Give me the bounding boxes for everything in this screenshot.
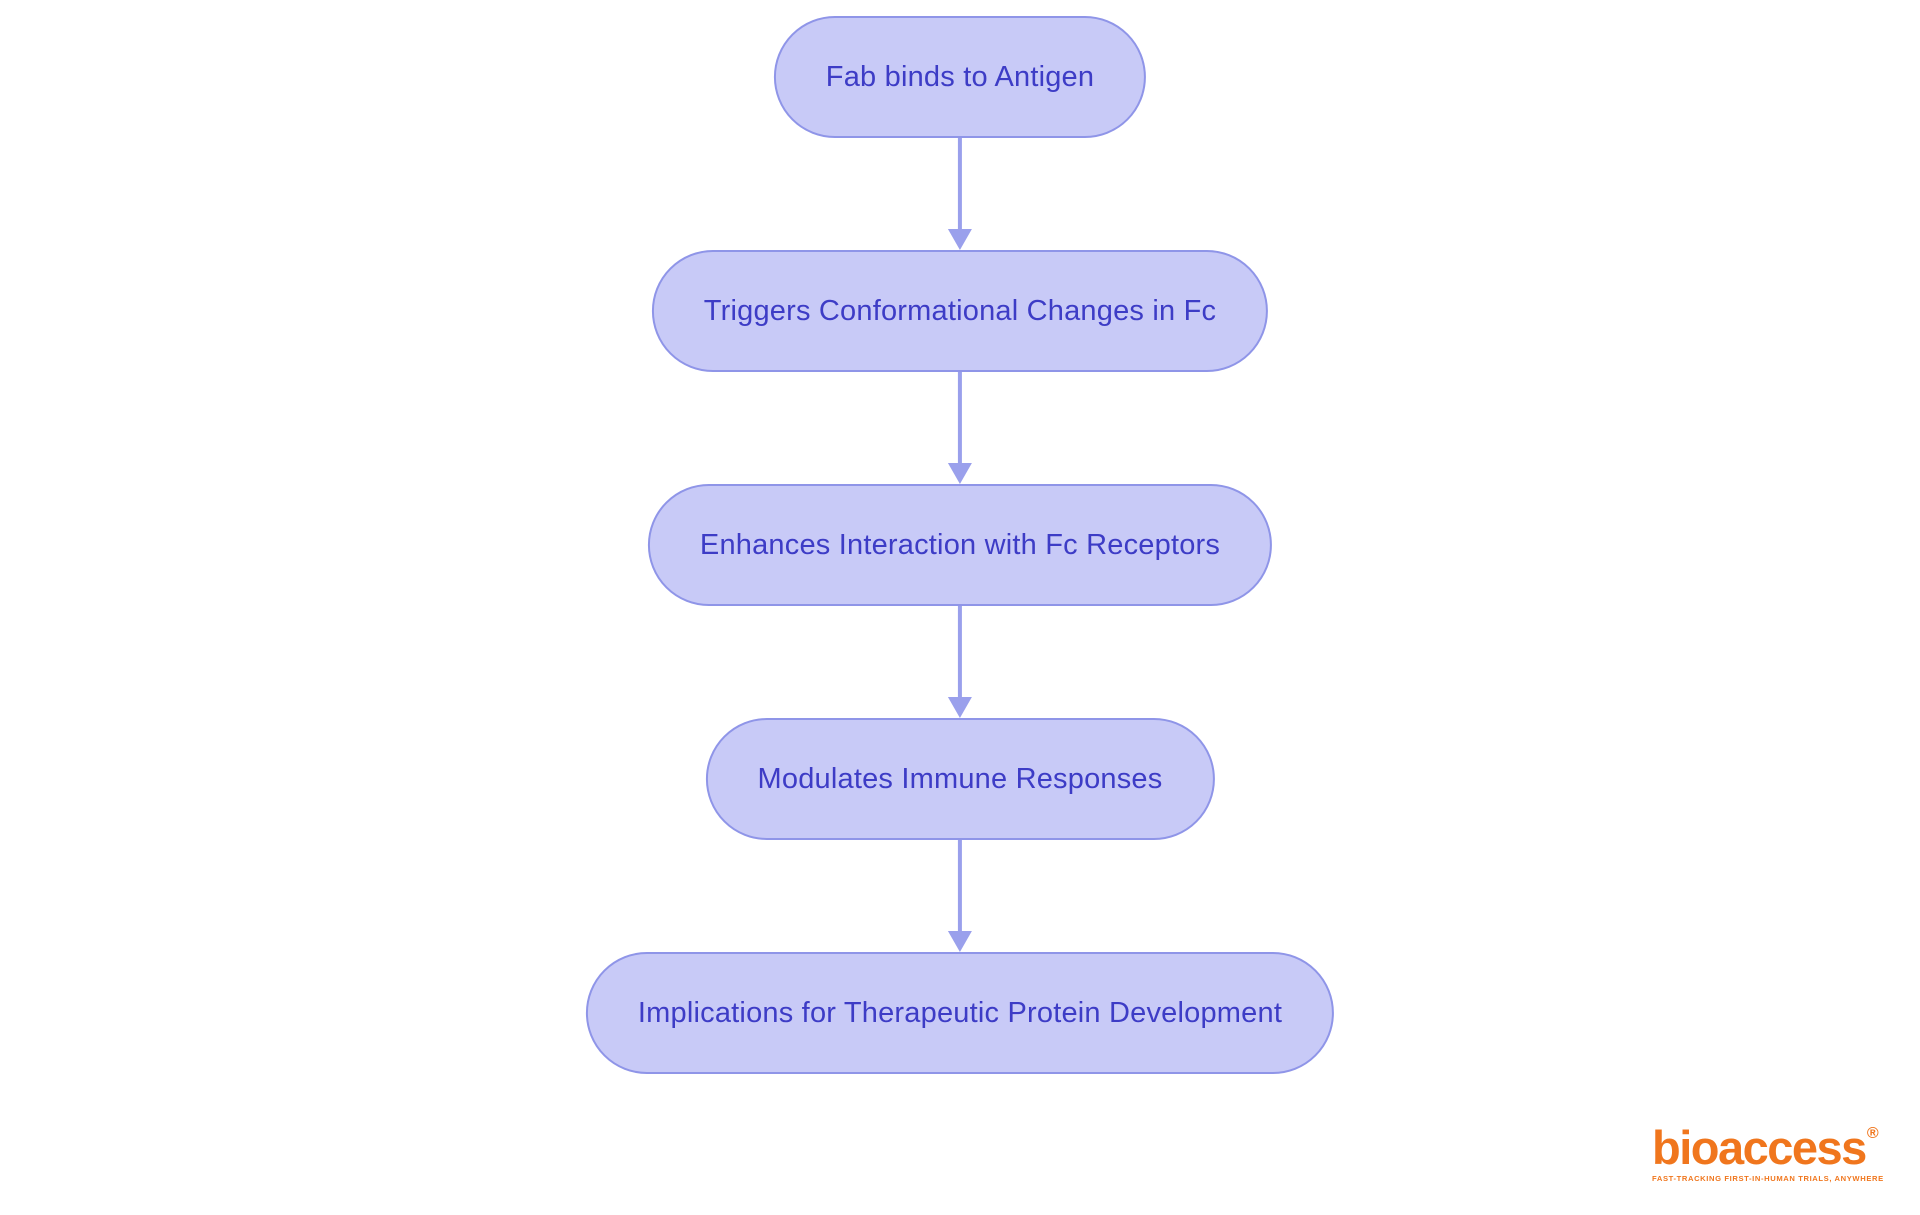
bioaccess-logo: bioaccess® FAST-TRACKING FIRST-IN-HUMAN …: [1652, 1124, 1884, 1183]
registered-trademark-icon: ®: [1866, 1125, 1879, 1142]
flow-node-enhances-fc-receptor-interaction: Enhances Interaction with Fc Receptors: [647, 484, 1273, 606]
flow-node-triggers-conformational-changes: Triggers Conformational Changes in Fc: [651, 250, 1269, 372]
arrow-down-connector-4: [947, 840, 972, 952]
arrow-shaft: [957, 606, 962, 697]
arrow-head-icon: [947, 931, 972, 952]
arrow-down-connector-1: [947, 138, 972, 250]
flow-node-label: Triggers Conformational Changes in Fc: [703, 294, 1217, 327]
arrow-head-icon: [947, 697, 972, 718]
bioaccess-tagline: FAST-TRACKING FIRST-IN-HUMAN TRIALS, ANY…: [1652, 1174, 1884, 1183]
flow-node-modulates-immune-responses: Modulates Immune Responses: [705, 718, 1215, 840]
bioaccess-wordmark: bioaccess®: [1652, 1124, 1884, 1171]
flowchart: Fab binds to Antigen Triggers Conformati…: [585, 16, 1335, 1074]
flow-node-label: Implications for Therapeutic Protein Dev…: [637, 996, 1283, 1029]
flow-node-label: Modulates Immune Responses: [757, 762, 1163, 795]
arrow-shaft: [957, 372, 962, 463]
bioaccess-wordmark-text: bioaccess: [1652, 1121, 1867, 1174]
arrow-head-icon: [947, 463, 972, 484]
arrow-down-connector-2: [947, 372, 972, 484]
flow-node-label: Fab binds to Antigen: [825, 60, 1095, 93]
flow-node-therapeutic-protein-implications: Implications for Therapeutic Protein Dev…: [585, 952, 1335, 1074]
arrow-shaft: [957, 138, 962, 229]
arrow-head-icon: [947, 229, 972, 250]
arrow-down-connector-3: [947, 606, 972, 718]
flow-node-fab-binds-to-antigen: Fab binds to Antigen: [773, 16, 1147, 138]
flow-node-label: Enhances Interaction with Fc Receptors: [699, 528, 1221, 561]
arrow-shaft: [957, 840, 962, 931]
